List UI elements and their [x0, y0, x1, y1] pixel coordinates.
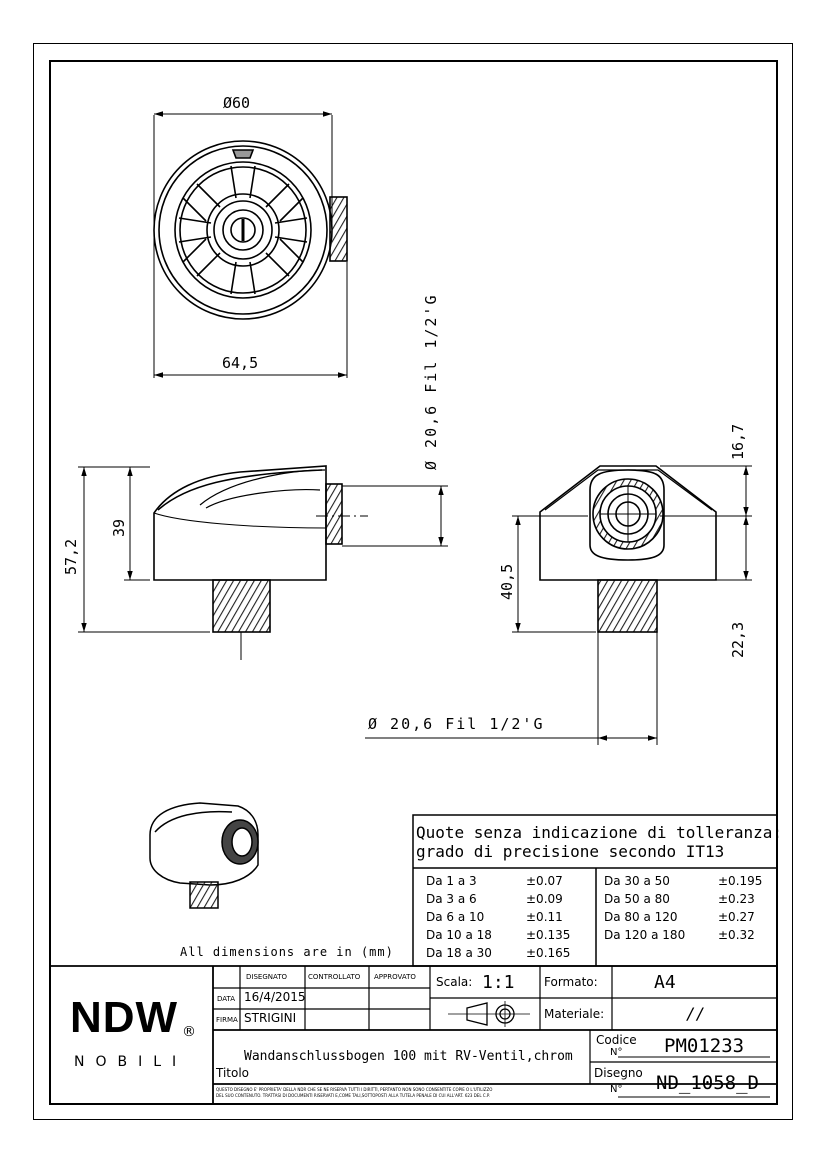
- dim-width-64-5: 64,5: [222, 354, 258, 372]
- scala-label: Scala:: [436, 975, 473, 989]
- tolerance-title-line2: grado di precisione secondo IT13: [416, 842, 725, 861]
- tol-range: Da 10 a 18: [426, 928, 492, 942]
- title-block-frame: [49, 965, 777, 1105]
- firma-value: STRIGINI: [244, 1011, 297, 1025]
- tol-range: Da 6 a 10: [426, 910, 485, 924]
- row-data: DATA: [217, 995, 236, 1003]
- dim-height-40-5: 40,5: [498, 564, 516, 600]
- materiale-label: Materiale:: [544, 1007, 605, 1021]
- tol-range: Da 1 a 3: [426, 874, 477, 888]
- codice-value: PM01233: [664, 1035, 745, 1057]
- disegno-n: N°: [610, 1084, 623, 1095]
- disclaimer-line: QUESTO DISEGNO E' PROPRIETA' DELLA NDR C…: [216, 1087, 493, 1092]
- tol-range: Da 3 a 6: [426, 892, 477, 906]
- brand-name: NOBILI: [74, 1054, 188, 1070]
- company-logo: NDW: [70, 993, 179, 1042]
- dim-height-57-2: 57,2: [62, 539, 80, 575]
- units-note: All dimensions are in (mm): [180, 945, 394, 959]
- sheet-outer-border: [33, 43, 793, 1120]
- tol-value: ±0.165: [526, 946, 571, 960]
- disclaimer-line: DEL SUO CONTENUTO. TRATTASI DI DOCUMENTI…: [216, 1093, 490, 1098]
- tol-value: ±0.135: [526, 928, 571, 942]
- side-view: [153, 465, 368, 660]
- titolo-label: Titolo: [216, 1066, 250, 1080]
- codice-label: Codice: [596, 1033, 637, 1047]
- titolo-value: Wandanschlussbogen 100 mit RV-Ventil,chr…: [244, 1049, 573, 1064]
- codice-n: N°: [610, 1047, 623, 1058]
- dim-thread-vertical: Ø 20,6 Fil 1/2'G: [422, 294, 440, 471]
- row-firma: FIRMA: [216, 1016, 238, 1024]
- top-view-dimensions: [153, 111, 348, 378]
- disegno-label: Disegno: [594, 1066, 643, 1080]
- tol-range: Da 18 a 30: [426, 946, 492, 960]
- col-disegnato: DISEGNATO: [246, 973, 288, 981]
- tol-range: Da 30 a 50: [604, 874, 670, 888]
- tol-value: ±0.07: [526, 874, 563, 888]
- col-approvato: APPROVATO: [374, 973, 416, 981]
- dim-diameter-60: Ø60: [223, 94, 250, 112]
- scala-value: 1:1: [482, 972, 515, 993]
- materiale-value: //: [686, 1004, 706, 1023]
- tol-range: Da 120 a 180: [604, 928, 686, 942]
- tol-value: ±0.11: [526, 910, 563, 924]
- front-view: [539, 465, 717, 633]
- tol-value: ±0.32: [718, 928, 755, 942]
- side-view-dimensions: [78, 466, 448, 633]
- projection-symbol-icon: [448, 1001, 530, 1027]
- tolerance-title-line1: Quote senza indicazione di tolleranza:: [416, 823, 783, 842]
- isometric-view: [149, 802, 259, 909]
- formato-value: A4: [654, 972, 676, 993]
- registered-mark: ®: [182, 1024, 196, 1040]
- disegno-value: ND_1058_D: [656, 1072, 759, 1094]
- front-view-dimensions: [365, 465, 752, 745]
- dim-thread-horizontal: Ø 20,6 Fil 1/2'G: [368, 715, 545, 733]
- disclaimer: QUESTO DISEGNO E' PROPRIETA' DELLA NDR C…: [216, 1087, 492, 1099]
- top-view: [153, 140, 348, 320]
- col-controllato: CONTROLLATO: [308, 973, 361, 981]
- tol-range: Da 80 a 120: [604, 910, 678, 924]
- formato-label: Formato:: [544, 975, 598, 989]
- dim-height-39: 39: [110, 519, 128, 537]
- tol-value: ±0.195: [718, 874, 763, 888]
- date-value: 16/4/2015: [244, 990, 306, 1004]
- tol-value: ±0.27: [718, 910, 755, 924]
- sheet-frame: [49, 60, 778, 1105]
- dim-height-22-3: 22,3: [729, 622, 747, 658]
- tol-range: Da 50 a 80: [604, 892, 670, 906]
- dim-height-16-7: 16,7: [729, 424, 747, 460]
- tol-value: ±0.23: [718, 892, 755, 906]
- tol-value: ±0.09: [526, 892, 563, 906]
